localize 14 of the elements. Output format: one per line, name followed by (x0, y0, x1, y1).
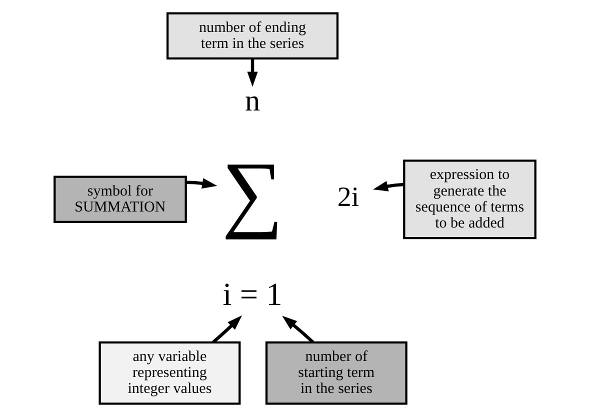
arrow (372, 180, 404, 191)
arrow (282, 315, 314, 343)
node-box: symbol for SUMMATION (54, 175, 187, 223)
arrow (212, 314, 242, 343)
arrow (247, 58, 258, 86)
node-text: 2i (337, 182, 360, 213)
node-box: number of ending term in the series (166, 12, 339, 60)
node-text: i = 1 (222, 275, 282, 312)
node-box: expression to generate the sequence of terms to be added (403, 159, 536, 239)
arrow (186, 178, 218, 188)
node-box: any variable representing integer values (98, 340, 241, 404)
node-box: number of starting term in the series (265, 340, 408, 404)
node-text: n (244, 83, 260, 118)
node-text: ∑ (222, 143, 284, 240)
